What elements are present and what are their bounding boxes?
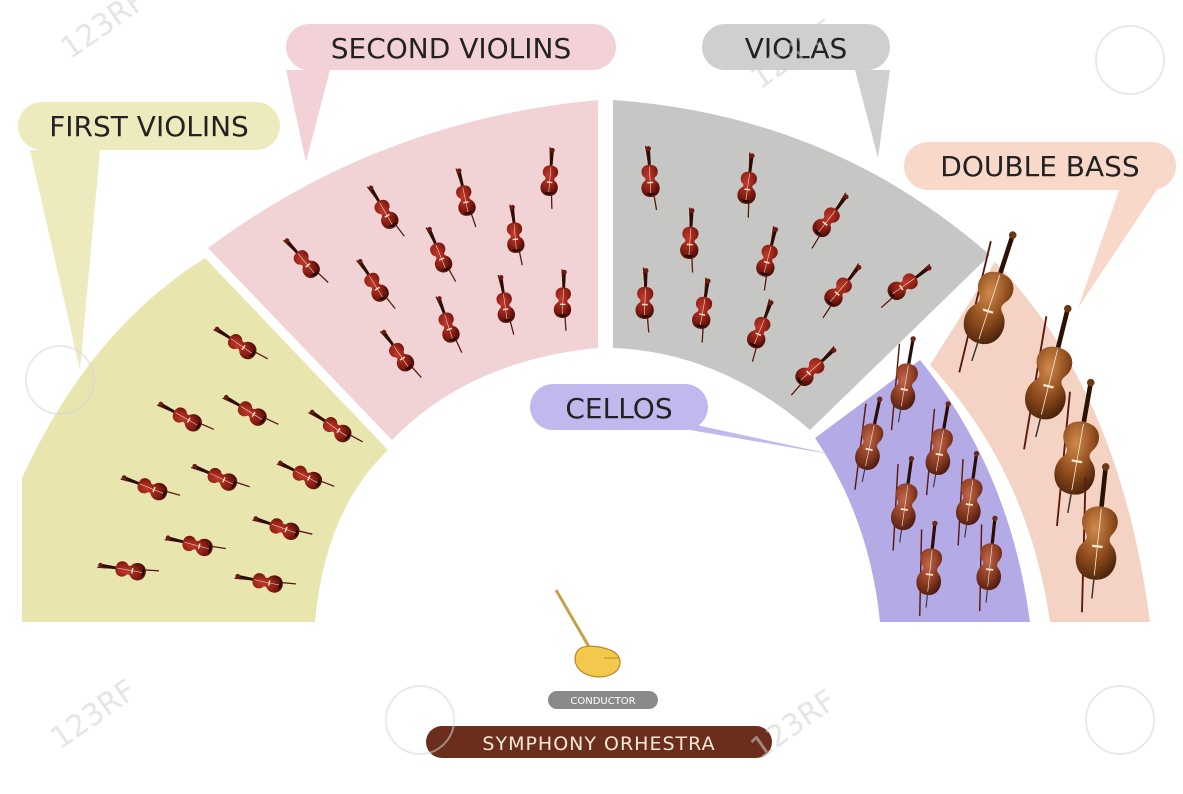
watermark-logo: 123RF (45, 673, 143, 756)
cellos-label: CELLOS (565, 392, 672, 425)
conductor-badge: CONDUCTOR (548, 691, 658, 709)
title-banner: SYMPHONY ORHESTRA (426, 726, 772, 758)
page-title: SYMPHONY ORHESTRA (482, 733, 715, 755)
watermark-text: 123RF (745, 683, 843, 766)
watermark-camera-icon (386, 686, 454, 754)
second-violins-label: SECOND VIOLINS (331, 32, 572, 65)
watermark-camera-icon (1096, 26, 1164, 94)
conductor-label: CONDUCTOR (570, 696, 635, 707)
watermark-text: 123RF (45, 673, 143, 756)
watermark-camera-icon (1086, 686, 1154, 754)
watermark-logo: 123RF (745, 683, 843, 766)
watermark-text: 123RF (55, 0, 153, 67)
first-violins-label: FIRST VIOLINS (49, 110, 249, 143)
double-bass-label: DOUBLE BASS (940, 150, 1139, 183)
conductor-icon (556, 590, 620, 677)
watermark-logo: 123RF (55, 0, 153, 67)
